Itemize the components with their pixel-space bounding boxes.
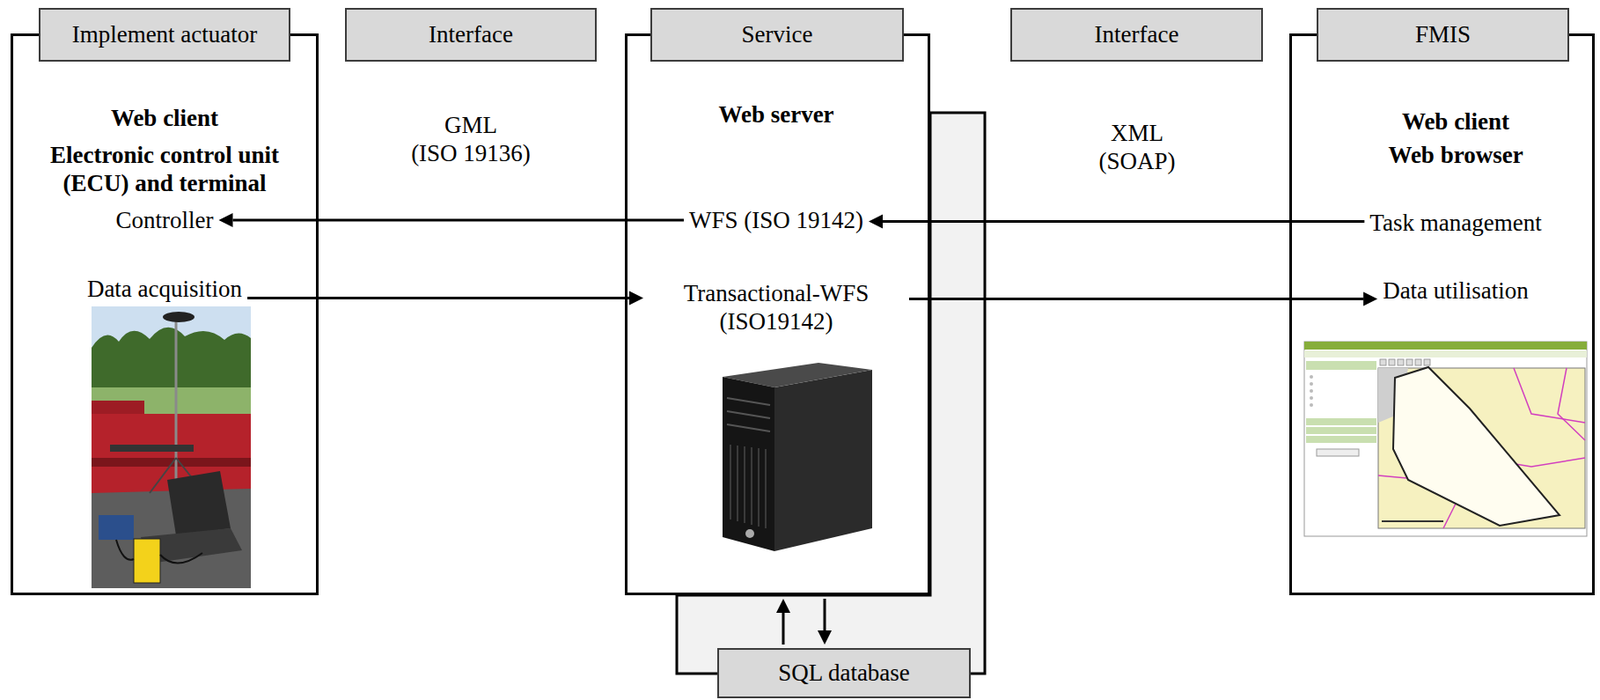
- arrow-head: [817, 630, 832, 645]
- text-node: Transactional-WFS (ISO19142): [648, 278, 904, 337]
- tab-text: SQL database: [777, 658, 911, 687]
- panel-heading: Web server: [718, 100, 834, 129]
- label-tab: Interface: [1010, 7, 1263, 62]
- component-label: Transactional-WFS (ISO19142): [648, 278, 904, 337]
- tab-text: Interface: [428, 20, 514, 49]
- panel-header: Service: [650, 7, 904, 62]
- database-shadow: [676, 112, 985, 674]
- text-group: (ECU): [62, 169, 129, 197]
- panel-box: FMISWeb clientWeb browserTask management…: [1289, 33, 1595, 595]
- arrow-connector: [218, 212, 684, 228]
- fmis-screenshot: [1304, 341, 1587, 536]
- arrow-connector: [817, 598, 832, 645]
- arrow-line: [823, 598, 827, 631]
- header-text: Service: [741, 20, 814, 49]
- arrow-line: [782, 612, 786, 645]
- text-group: (ISO19142): [719, 308, 834, 335]
- arrow-head: [218, 212, 233, 228]
- panel-heading: Electronic control unit (ECU) and termin…: [16, 140, 313, 199]
- field-photo: [91, 306, 251, 588]
- label-tab: SQL database: [717, 647, 971, 698]
- arrow-head: [629, 290, 644, 305]
- label-tab: Interface: [344, 7, 597, 62]
- text-node: Task management: [1369, 208, 1542, 237]
- panel-header: Implement actuator: [38, 7, 291, 62]
- arrow-connector: [909, 291, 1378, 306]
- panel-heading: Web client: [1401, 107, 1510, 136]
- arrow-connector: [247, 290, 644, 305]
- text-group: (ISO 19142): [743, 206, 864, 234]
- header-text: Implement actuator: [72, 20, 258, 49]
- text-node: WFS (ISO 19142): [689, 205, 864, 235]
- interface-format: XML (SOAP): [1079, 118, 1195, 177]
- arrow-line: [232, 218, 684, 221]
- panel-box: ServiceWeb serverWFS (ISO 19142)Transact…: [624, 33, 931, 595]
- text-group: (ISO 19136): [411, 139, 531, 167]
- component-label: Task management: [1369, 208, 1542, 237]
- panel-heading: Web browser: [1387, 140, 1523, 169]
- component-label: Data utilisation: [1382, 276, 1529, 305]
- arrow-connector: [776, 598, 791, 645]
- header-text: FMIS: [1415, 20, 1471, 49]
- panel-heading: Web client: [110, 103, 219, 133]
- component-label: WFS (ISO 19142): [689, 205, 864, 235]
- tab-text: Interface: [1094, 20, 1180, 49]
- arrow-head: [868, 213, 883, 228]
- text-node: Data utilisation: [1382, 276, 1529, 305]
- component-label: Data acquisition: [87, 274, 243, 303]
- component-label: Controller: [116, 205, 214, 235]
- arrow-head: [776, 598, 791, 613]
- server-tower: [722, 362, 873, 551]
- panel-header: FMIS: [1316, 7, 1570, 62]
- text-node: Data acquisition: [87, 274, 243, 303]
- text-group: (SOAP): [1098, 147, 1175, 175]
- arrow-line: [247, 296, 630, 300]
- panel-box: Implement actuatorWeb clientElectronic c…: [10, 33, 319, 595]
- arrow-head: [1363, 291, 1378, 306]
- arrow-line: [882, 220, 1365, 223]
- arrow-line: [909, 297, 1364, 301]
- interface-format: GML (ISO 19136): [396, 110, 546, 169]
- text-node: Controller: [116, 205, 214, 235]
